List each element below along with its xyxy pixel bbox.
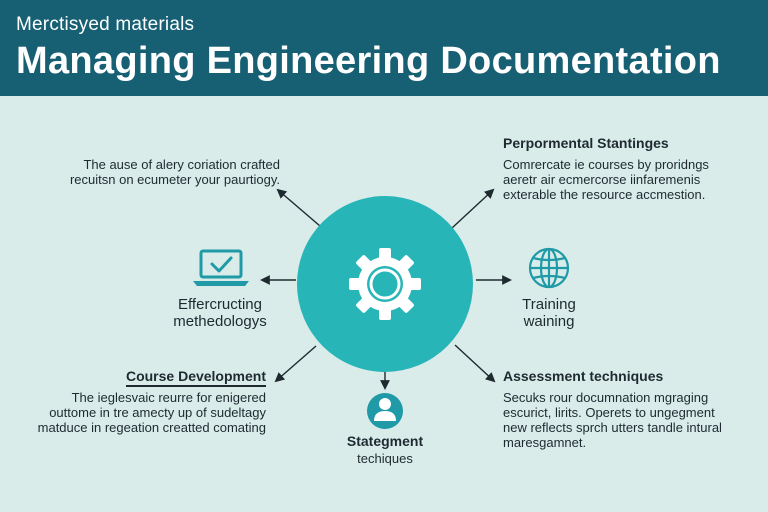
node-right-line1: Training <box>522 296 576 313</box>
node-top-left-line1: The ause of alery coriation crafted <box>83 157 280 172</box>
node-top-right-line2: aeretr air ecmercorse iinfaremenis <box>503 172 701 187</box>
node-left-label: Effercructing methedologys <box>140 296 300 330</box>
node-bottom-right-line2: escurict, lirits. Operets to ungegment <box>503 405 715 420</box>
globe-icon <box>528 247 570 289</box>
node-top-right-line3: exterable the resource accmestion. <box>503 187 706 202</box>
gear-icon <box>349 248 421 320</box>
node-bottom-right-line4: maresgamnet. <box>503 435 587 450</box>
node-top-left-text: The ause of alery coriation crafted recu… <box>40 157 280 187</box>
arrow-top-left <box>276 188 321 227</box>
arrow-bottom-left <box>274 345 317 383</box>
node-bottom-line2: techiques <box>357 451 413 466</box>
node-right-line2: waining <box>523 313 575 330</box>
header-banner: Merctisyed materials Managing Engineerin… <box>0 0 768 96</box>
node-top-right-line1: Comrercate ie courses by proridngs <box>503 157 709 172</box>
node-top-right-text: Perpormental Stantinges Comrercate ie co… <box>503 135 758 203</box>
diagram-canvas <box>193 188 570 429</box>
node-bottom-line1: Stategment <box>346 433 424 449</box>
node-bottom-right-text: Assessment techniques Secuks rour documn… <box>503 368 753 451</box>
node-bottom-right-line3: new reflects sprch utters tandle intural <box>503 420 722 435</box>
person-icon <box>367 393 403 429</box>
node-bottom-left-line1: The ieglesvaic reurre for enigered <box>71 390 266 405</box>
node-top-left-line2: recuitsn on ecumeter your paurtiogy. <box>69 172 280 187</box>
node-bottom-left-line2: outtome in tre amecty up of sudeltagy <box>49 405 266 420</box>
arrow-bottom-right <box>454 344 496 383</box>
node-bottom-label: Stategment techiques <box>305 433 465 467</box>
node-bottom-left-text: Course Development The ieglesvaic reurre… <box>20 368 266 435</box>
node-left-line1: Effercructing <box>178 296 262 313</box>
arrow-top-right <box>451 188 495 229</box>
node-bottom-left-heading: Course Development <box>125 368 266 387</box>
node-top-right-heading: Perpormental Stantinges <box>503 135 669 151</box>
node-bottom-right-line1: Secuks rour documnation mgraging <box>503 390 709 405</box>
laptop-check-icon <box>193 249 249 286</box>
page-title: Managing Engineering Documentation <box>16 40 721 82</box>
node-right-label: Training waining <box>489 296 609 330</box>
node-bottom-left-line3: matduce in regeation creatted comating <box>37 420 266 435</box>
subtitle: Merctisyed materials <box>16 14 195 35</box>
node-bottom-right-heading: Assessment techniques <box>503 368 664 384</box>
node-left-line2: methedologys <box>173 313 267 330</box>
